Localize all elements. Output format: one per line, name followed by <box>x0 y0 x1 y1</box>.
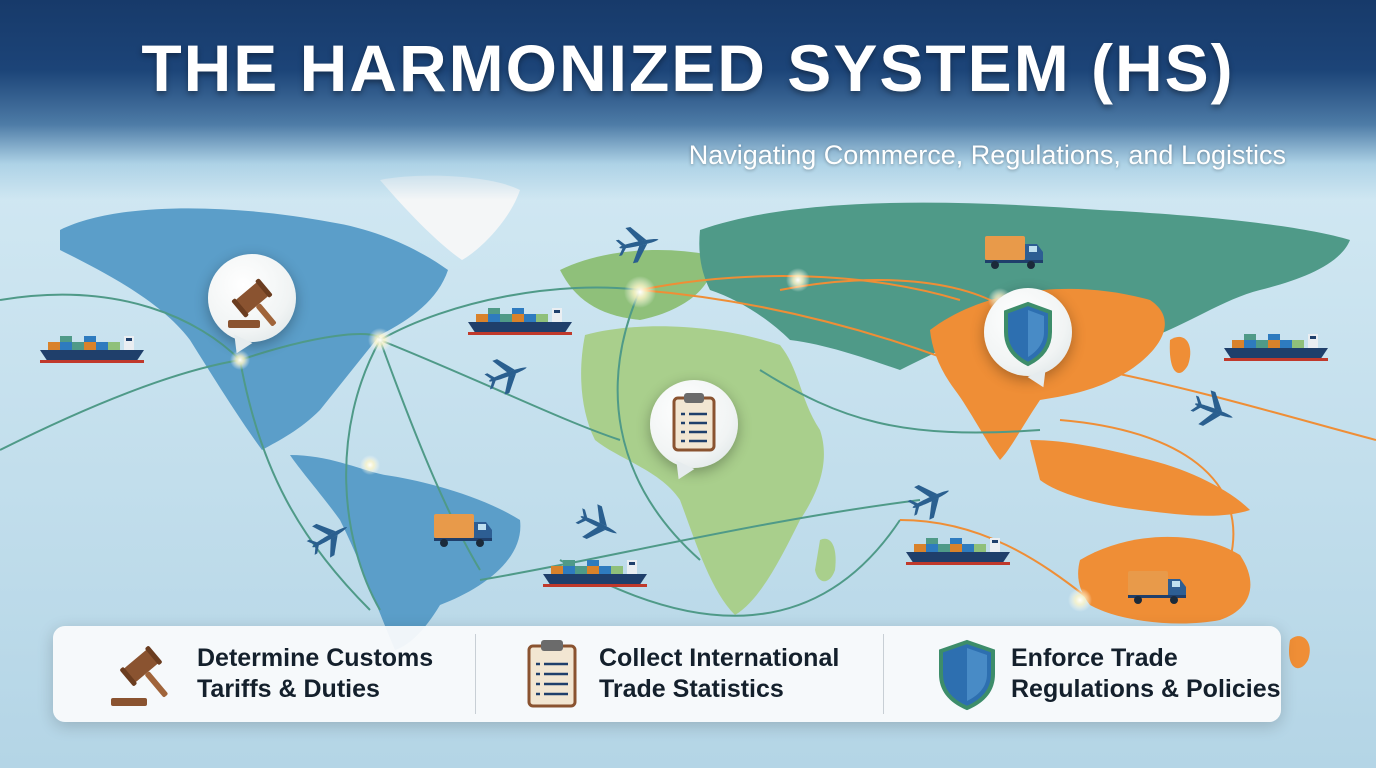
clipboard-marker <box>650 380 738 468</box>
feature-statistics-line2: Trade Statistics <box>599 675 784 703</box>
clipboard-icon <box>672 393 716 452</box>
clipboard-icon <box>527 640 577 708</box>
gavel-icon <box>228 278 276 328</box>
shield-marker <box>984 288 1072 376</box>
page-title: THE HARMONIZED SYSTEM (HS) <box>141 31 1235 105</box>
gavel-marker <box>208 254 296 342</box>
divider <box>883 634 884 714</box>
divider <box>475 634 476 714</box>
feature-regulations-label: Enforce Trade Regulations & Policies <box>1011 643 1281 705</box>
shield-icon <box>1004 301 1052 367</box>
feature-tariffs-label: Determine Customs Tariffs & Duties <box>197 643 433 705</box>
feature-tariffs-line2: Tariffs & Duties <box>197 675 380 703</box>
feature-statistics-label: Collect International Trade Statistics <box>599 643 839 705</box>
feature-regulations-line2: Regulations & Policies <box>1011 675 1281 703</box>
gavel-icon <box>111 646 168 706</box>
feature-regulations: Enforce Trade Regulations & Policies <box>929 626 1281 722</box>
feature-panel: Determine Customs Tariffs & Duties Colle… <box>53 626 1281 722</box>
feature-statistics: Collect International Trade Statistics <box>519 626 899 722</box>
header-band <box>0 0 1376 200</box>
feature-tariffs: Determine Customs Tariffs & Duties <box>97 626 477 722</box>
feature-regulations-line1: Enforce Trade <box>1011 644 1178 672</box>
shield-icon <box>939 639 995 711</box>
page-subtitle: Navigating Commerce, Regulations, and Lo… <box>688 140 1286 170</box>
feature-tariffs-line1: Determine Customs <box>197 644 434 672</box>
feature-statistics-line1: Collect International <box>599 644 840 672</box>
